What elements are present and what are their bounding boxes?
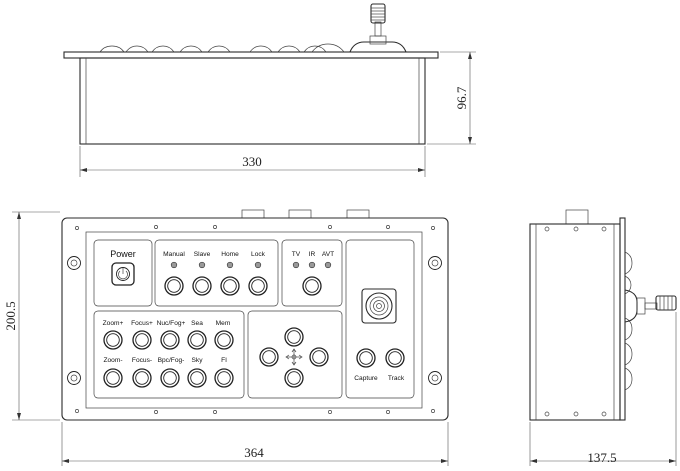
right-button[interactable] [309,347,329,367]
label-mem: Mem [216,320,231,327]
side-button-caps [624,251,633,391]
label-zoom-minus: Zoom- [103,357,122,364]
label-sea: Sea [191,320,203,327]
dim-top-height: 96.7 [454,86,469,109]
up-button[interactable] [284,327,304,347]
mode-section [154,239,279,307]
joystick[interactable] [361,288,397,324]
screws [75,225,435,414]
joystick-section [345,239,415,399]
label-sky: Sky [192,357,204,364]
top-flange [63,51,439,59]
capture-button[interactable] [356,348,376,368]
function-section [93,310,245,399]
power-label: Power [110,249,136,259]
label-nuc-fog-plus: Nuc/Fog+ [157,320,186,327]
sensor-leds [292,261,332,269]
manual-button[interactable] [164,276,184,296]
label-bpc-fog-minus: Bpc/Fog- [158,357,185,364]
lock-button[interactable] [248,276,268,296]
focus-plus-button[interactable] [132,330,152,350]
dim-front-height: 200.5 [3,301,18,330]
sea-button[interactable] [187,330,207,350]
bpc-fog-minus-button[interactable] [160,368,180,388]
front-view: Power Manual Slave Home Lock TV IR AVT [3,209,449,466]
top-body [79,57,426,145]
zoom-plus-button[interactable] [103,330,123,350]
sensor-label-avt: AVT [322,251,334,258]
mode-label-slave: Slave [194,251,211,258]
fi-button[interactable] [214,368,234,388]
dim-side-width: 137.5 [587,450,616,465]
power-button[interactable] [111,262,135,286]
direction-section [247,310,343,399]
nuc-fog-plus-button[interactable] [160,330,180,350]
track-button[interactable] [385,348,405,368]
side-dimensions: 137.5 [529,312,677,466]
dim-front-width: 364 [244,445,264,460]
power-icon [118,270,128,280]
top-button-caps [99,43,345,53]
front-dimensions: 364 200.5 [3,211,449,466]
mem-button[interactable] [214,330,234,350]
sensor-section [281,239,343,307]
label-focus-minus: Focus- [132,357,152,364]
dim-top-width: 330 [242,154,262,169]
top-joystick [349,3,407,53]
mount-holes [67,256,442,385]
power-section [93,239,153,307]
label-fi: FI [221,357,227,364]
side-flange [619,217,626,421]
side-body [529,223,621,421]
label-focus-plus: Focus+ [131,320,153,327]
top-view: 330 96.7 [63,3,476,177]
move-arrows-icon [285,348,303,366]
sky-button[interactable] [187,368,207,388]
slave-button[interactable] [192,276,212,296]
capture-label: Capture [354,375,378,382]
down-button[interactable] [284,368,304,388]
side-view: 137.5 [529,209,677,466]
top-dimensions: 330 96.7 [79,51,476,177]
home-button[interactable] [220,276,240,296]
zoom-minus-button[interactable] [103,368,123,388]
sensor-label-ir: IR [309,251,316,258]
mode-label-lock: Lock [251,251,266,258]
mode-label-manual: Manual [163,251,185,258]
front-plate [61,217,449,421]
sensor-label-tv: TV [292,251,301,258]
left-button[interactable] [259,347,279,367]
mode-leds [170,261,262,269]
side-joystick [624,289,677,323]
track-label: Track [388,375,405,382]
focus-minus-button[interactable] [132,368,152,388]
mode-label-home: Home [221,251,239,258]
label-zoom-plus: Zoom+ [103,320,124,327]
sensor-select-button[interactable] [302,276,322,296]
